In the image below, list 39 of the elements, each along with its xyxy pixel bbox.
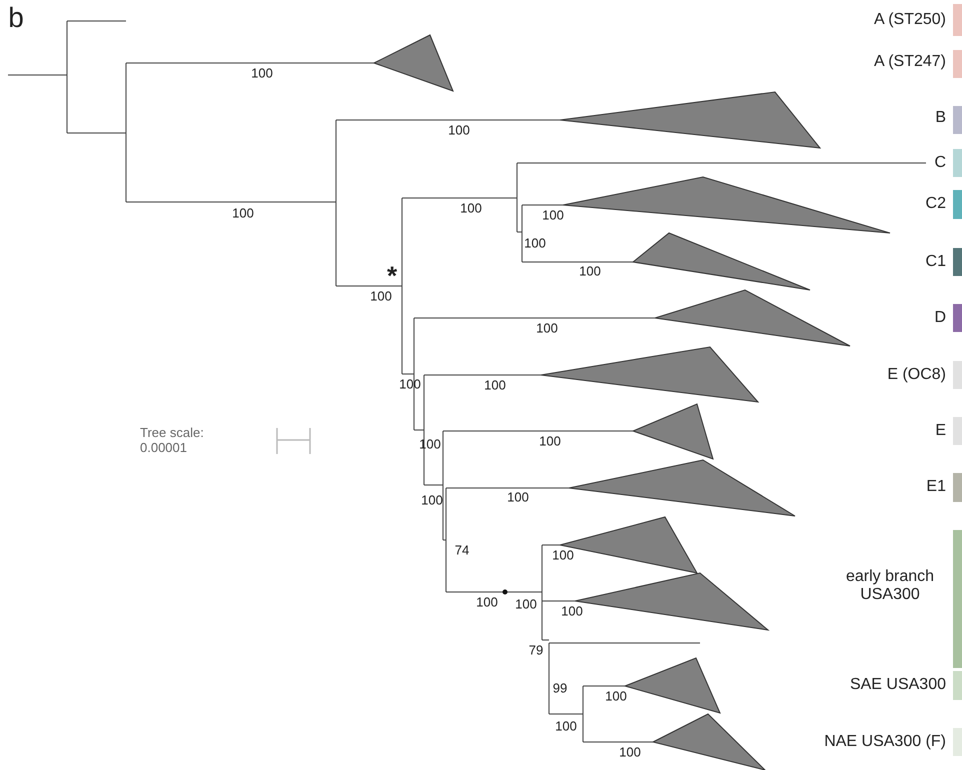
bootstrap-value: 100 xyxy=(555,718,577,734)
bootstrap-value: 100 xyxy=(460,200,482,216)
bootstrap-value: 74 xyxy=(454,542,470,558)
bootstrap-value: 100 xyxy=(552,548,574,562)
clade-label: C1 xyxy=(926,253,946,271)
bootstrap-value: 100 xyxy=(539,434,561,448)
panel-letter: b xyxy=(8,2,24,34)
clade-label: NAE USA300 (F) xyxy=(824,733,946,751)
bootstrap-value: 100 xyxy=(476,594,498,610)
bootstrap-value: 100 xyxy=(232,206,254,220)
clade-label: D xyxy=(934,309,946,327)
bootstrap-value: 100 xyxy=(448,122,470,138)
bootstrap-value: 100 xyxy=(251,66,273,80)
scale-label: Tree scale: 0.00001 xyxy=(140,425,205,455)
bootstrap-value: 99 xyxy=(552,680,568,696)
bootstrap-value: 100 xyxy=(605,688,627,704)
clade-label: A (ST250) xyxy=(874,11,946,29)
bootstrap-value: 100 xyxy=(370,288,392,304)
bootstrap-value: 79 xyxy=(528,642,544,658)
bootstrap-value: 100 xyxy=(542,208,564,222)
clade-label: SAE USA300 xyxy=(850,676,946,694)
clade-label: E xyxy=(935,422,946,440)
clade-label: C2 xyxy=(926,195,946,213)
bootstrap-value: 100 xyxy=(515,596,537,612)
bootstrap-value: 100 xyxy=(524,236,546,250)
asterisk-mark: * xyxy=(386,260,398,291)
bootstrap-value: 100 xyxy=(484,378,506,392)
clade-label: B xyxy=(935,109,946,127)
clade-label: C xyxy=(934,154,946,172)
bootstrap-value: 100 xyxy=(619,744,641,760)
bootstrap-value: 100 xyxy=(507,490,529,504)
bootstrap-value: 100 xyxy=(561,604,583,618)
bootstrap-value: 100 xyxy=(421,492,443,508)
bootstrap-value: 100 xyxy=(579,264,601,278)
clade-label: A (ST247) xyxy=(874,53,946,71)
clade-label: early branch USA300 xyxy=(844,568,936,604)
clade-label: E1 xyxy=(926,478,946,496)
bootstrap-value: 100 xyxy=(536,320,558,336)
clade-label: E (OC8) xyxy=(887,366,946,384)
